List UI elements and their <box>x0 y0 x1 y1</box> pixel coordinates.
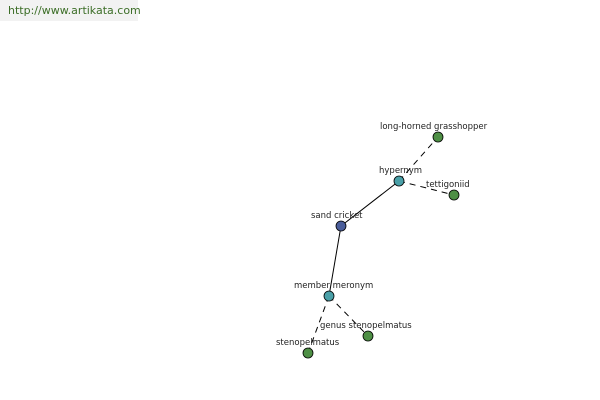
edge-hypernym-tettigoniid <box>398 180 455 196</box>
label-tettigoniid: tettigoniid <box>426 180 470 190</box>
node-genus-stenopelmatus[interactable] <box>362 330 374 342</box>
url-link[interactable]: http://www.artikata.com <box>8 4 141 17</box>
label-member-meronym: member meronym <box>294 281 373 291</box>
edge-sand-cricket-hypernym <box>340 180 400 227</box>
label-stenopelmatus: stenopelmatus <box>276 338 340 348</box>
node-member-meronym[interactable] <box>323 290 335 302</box>
node-hypernym[interactable] <box>393 175 405 187</box>
label-genus-stenopelmatus: genus stenopelmatus <box>320 321 412 331</box>
edge-hypernym-long-horned-grasshopper <box>398 136 439 182</box>
label-sand-cricket: sand cricket <box>311 211 363 221</box>
edge-member-meronym-genus-stenopelmatus <box>328 295 369 337</box>
edge-sand-cricket-member-meronym <box>328 225 342 297</box>
node-tettigoniid[interactable] <box>448 189 460 201</box>
label-hypernym: hypernym <box>379 166 422 176</box>
node-long-horned-grasshopper[interactable] <box>432 131 444 143</box>
url-banner: http://www.artikata.com <box>0 0 141 21</box>
node-stenopelmatus[interactable] <box>302 347 314 359</box>
node-sand-cricket[interactable] <box>335 220 347 232</box>
label-long-horned-grasshopper: long-horned grasshopper <box>380 122 488 132</box>
